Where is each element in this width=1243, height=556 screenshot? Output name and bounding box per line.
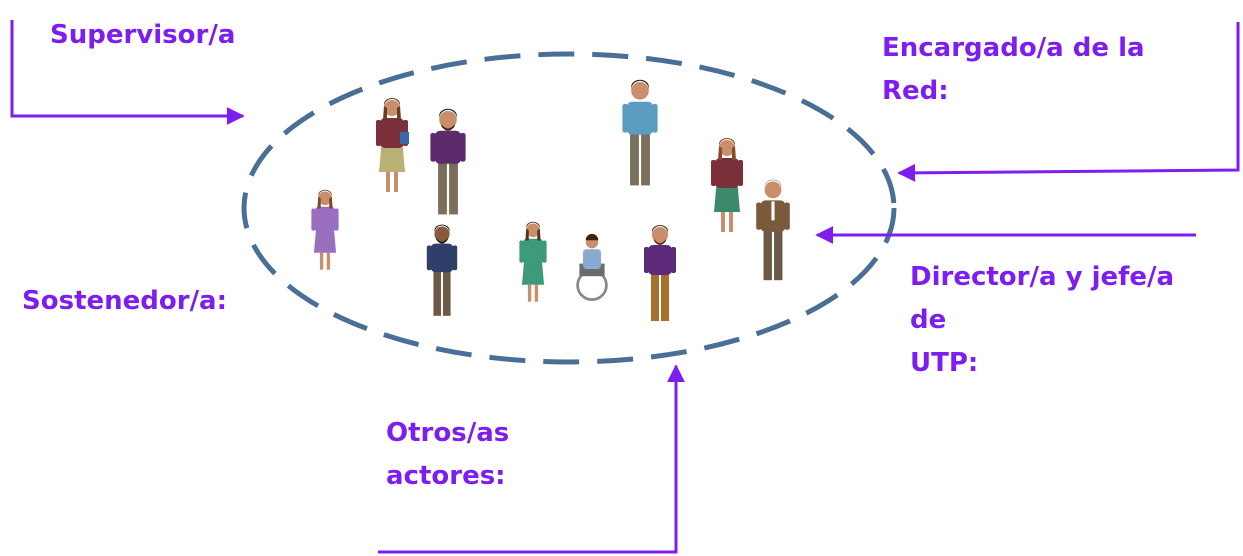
people-group [311,79,790,321]
otros-arrow [378,364,685,554]
director-jefe-utp-label: Director/a y jefe/a de UTP: [910,262,1175,378]
encargado-arrow [897,22,1240,182]
person-figure [376,98,409,192]
person-figure [519,221,547,302]
supervisor-label: Supervisor/a [50,20,236,50]
person-figure [311,189,339,270]
person-figure [622,79,658,186]
person-figure [711,138,743,232]
group-ellipse [241,51,897,365]
person-figure [426,224,458,316]
person-figure [576,233,608,301]
person-figure [756,179,790,281]
person-figure [430,108,466,215]
sostenedor-label: Sostenedor/a: [22,286,228,316]
person-figure [644,225,676,321]
supervisor-arrow [10,20,245,125]
otros-actores-label: Otros/as actores: [386,418,510,491]
encargado-de-la-red-label: Encargado/a de la Red: [882,33,1145,106]
